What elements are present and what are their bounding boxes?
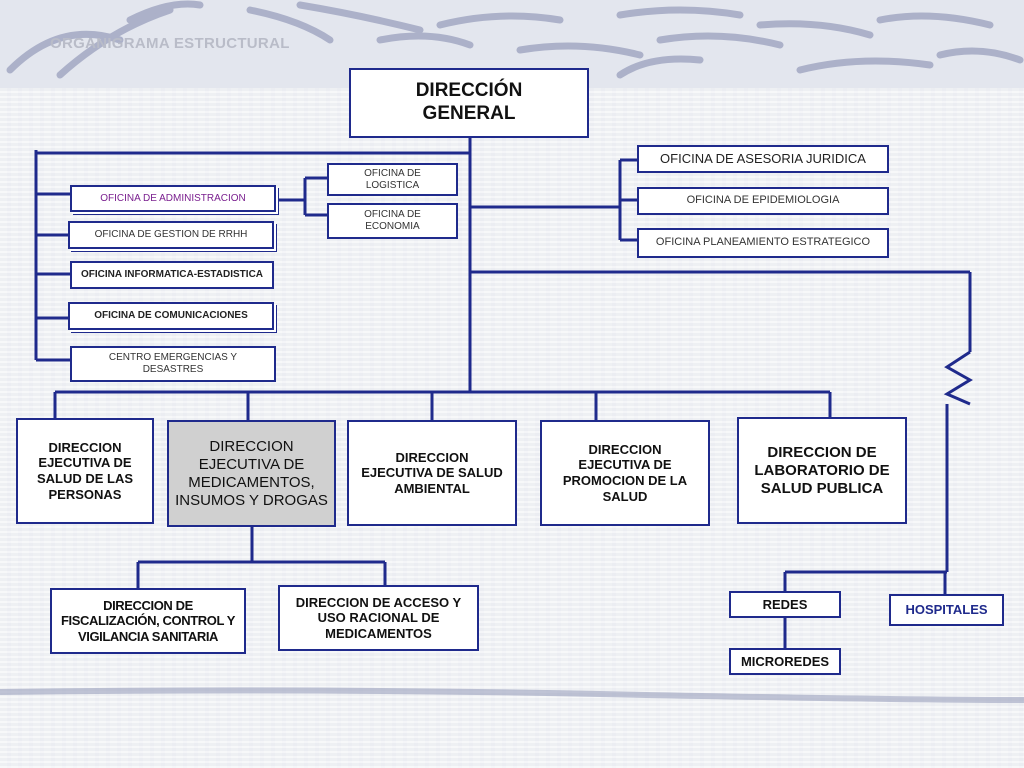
redes-box: REDES xyxy=(729,591,841,618)
oficina-informatica-box: OFICINA INFORMATICA-ESTADISTICA xyxy=(70,261,274,289)
oficina-juridica-box: OFICINA DE ASESORIA JURIDICA xyxy=(637,145,889,173)
direccion-acceso-box: DIRECCION DE ACCESO Y USO RACIONAL DE ME… xyxy=(278,585,479,651)
oficina-economia-box: OFICINA DE ECONOMIA xyxy=(327,203,458,239)
oficina-economia-label: OFICINA DE ECONOMIA xyxy=(364,209,421,232)
oficina-comunicaciones-label: OFICINA DE COMUNICACIONES xyxy=(94,310,248,321)
oficina-logistica-label: OFICINA DE LOGISTICA xyxy=(364,167,421,191)
microredes-box: MICROREDES xyxy=(729,648,841,675)
header-band xyxy=(0,0,1024,88)
oficina-planeamiento-box: OFICINA PLANEAMIENTO ESTRATEGICO xyxy=(637,228,889,258)
centro-emergencias-box: CENTRO EMERGENCIAS Y DESASTRES xyxy=(70,346,276,382)
oficina-juridica-label: OFICINA DE ASESORIA JURIDICA xyxy=(660,151,866,167)
oficina-administracion-label: OFICINA DE ADMINISTRACION xyxy=(100,192,246,204)
centro-emergencias-label: CENTRO EMERGENCIAS Y DESASTRES xyxy=(108,352,238,375)
direccion-fiscalizacion-box: DIRECCION DE FISCALIZACIÓN, CONTROL Y VI… xyxy=(50,588,246,654)
direccion-medicamentos-box: DIRECCION EJECUTIVA DE MEDICAMENTOS, INS… xyxy=(167,420,336,527)
oficina-rrhh-label: OFICINA DE GESTION DE RRHH xyxy=(94,229,248,240)
direccion-medicamentos-label: DIRECCION EJECUTIVA DE MEDICAMENTOS, INS… xyxy=(175,437,328,509)
oficina-administracion-box: OFICINA DE ADMINISTRACION xyxy=(70,185,276,212)
hospitales-box: HOSPITALES xyxy=(889,594,1004,626)
direccion-general-line2: GENERAL xyxy=(422,103,516,124)
oficina-informatica-label: OFICINA INFORMATICA-ESTADISTICA xyxy=(80,269,264,280)
oficina-rrhh-box: OFICINA DE GESTION DE RRHH xyxy=(68,221,274,249)
oficina-planeamiento-label: OFICINA PLANEAMIENTO ESTRATEGICO xyxy=(655,236,871,249)
redes-label: REDES xyxy=(762,596,808,612)
direccion-general-box: DIRECCIÓN GENERAL xyxy=(349,68,589,138)
microredes-label: MICROREDES xyxy=(740,653,830,669)
oficina-epidemiologia-box: OFICINA DE EPIDEMIOLOGIA xyxy=(637,187,889,215)
direccion-salud-personas-box: DIRECCION EJECUTIVA DE SALUD DE LAS PERS… xyxy=(16,418,154,524)
direccion-promocion-label: DIRECCION EJECUTIVA DE PROMOCION DE LA S… xyxy=(562,441,688,504)
direccion-fiscalizacion-label: DIRECCION DE FISCALIZACIÓN, CONTROL Y VI… xyxy=(60,597,236,644)
direccion-salud-personas-label: DIRECCION EJECUTIVA DE SALUD DE LAS PERS… xyxy=(36,439,134,502)
direccion-acceso-label: DIRECCION DE ACCESO Y USO RACIONAL DE ME… xyxy=(295,594,462,641)
hospitales-label: HOSPITALES xyxy=(905,602,988,618)
oficina-logistica-box: OFICINA DE LOGISTICA xyxy=(327,163,458,196)
direccion-promocion-box: DIRECCION EJECUTIVA DE PROMOCION DE LA S… xyxy=(540,420,710,526)
direccion-salud-ambiental-label: DIRECCION EJECUTIVA DE SALUD AMBIENTAL xyxy=(361,449,503,496)
oficina-epidemiologia-label: OFICINA DE EPIDEMIOLOGIA xyxy=(686,194,840,207)
oficina-comunicaciones-box: OFICINA DE COMUNICACIONES xyxy=(68,302,274,330)
direccion-laboratorio-label: DIRECCION DE LABORATORIO DE SALUD PUBLIC… xyxy=(754,443,890,497)
direccion-general-line1: DIRECCIÓN xyxy=(415,80,523,102)
decorative-brush-strokes xyxy=(6,0,1024,79)
direccion-salud-ambiental-box: DIRECCION EJECUTIVA DE SALUD AMBIENTAL xyxy=(347,420,517,526)
chart-title: ORGANIGRAMA ESTRUCTURAL xyxy=(50,35,290,52)
direccion-laboratorio-box: DIRECCION DE LABORATORIO DE SALUD PUBLIC… xyxy=(737,417,907,524)
